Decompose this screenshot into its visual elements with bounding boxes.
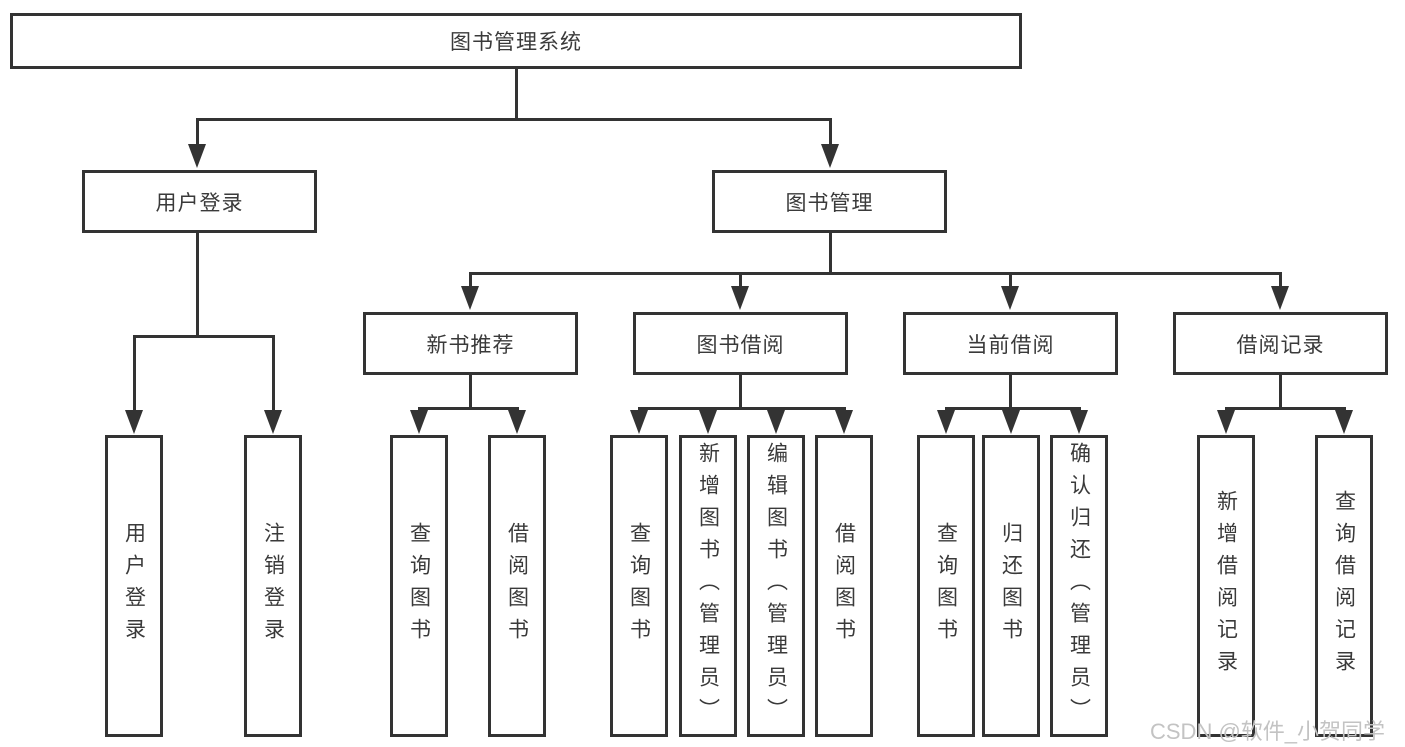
connector-root-stem [515,69,518,121]
arrowhead-borrow-records [1271,286,1289,310]
arrowhead-leaf-logout [264,410,282,434]
connector-book-management-stem [829,233,832,275]
node-book-management: 图书管理 [712,170,947,233]
leaf-user-login: 用户登录 [105,435,163,737]
connector-drop-borrow-records [1279,275,1282,288]
leaf-edit-book-admin-label: 编辑图书（管理员） [764,442,788,730]
arrowhead-leaf-user-login [125,410,143,434]
arrowhead-leaf-query-books-2 [630,410,648,434]
leaf-add-book-admin-label: 新增图书（管理员） [696,442,720,730]
connector-user-login-bar [133,335,275,338]
node-book-borrow-label: 图书借阅 [696,333,785,357]
connector-current-borrow-stem [1009,375,1012,410]
node-current-borrow: 当前借阅 [903,312,1118,375]
leaf-borrow-books-1-label: 借阅图书 [505,522,529,650]
connector-group5-bar [1225,407,1346,410]
arrowhead-leaf-query-borrow-record [1335,410,1353,434]
connector-group4-bar [945,407,1081,410]
leaf-confirm-return-admin: 确认归还（管理员） [1050,435,1108,737]
arrowhead-book-borrow [731,286,749,310]
node-book-management-label: 图书管理 [785,191,874,215]
leaf-query-borrow-record: 查询借阅记录 [1315,435,1373,737]
leaf-borrow-books-2-label: 借阅图书 [832,522,856,650]
arrowhead-leaf-borrow-books-1 [508,410,526,434]
node-book-borrow: 图书借阅 [633,312,848,375]
connector-drop-current-borrow [1009,275,1012,288]
node-root-label: 图书管理系统 [450,31,582,54]
leaf-borrow-books-1: 借阅图书 [488,435,546,737]
leaf-logout-label: 注销登录 [261,522,285,650]
arrowhead-book-management [821,144,839,168]
leaf-query-books-1-label: 查询图书 [407,522,431,650]
connector-drop-new-book-recommend [469,275,472,288]
node-borrow-records: 借阅记录 [1173,312,1388,375]
connector-new-book-recommend-stem [469,375,472,410]
leaf-add-book-admin: 新增图书（管理员） [679,435,737,737]
csdn-watermark: CSDN @软件_小贺同学 [1150,719,1386,744]
leaf-edit-book-admin: 编辑图书（管理员） [747,435,805,737]
node-user-login: 用户登录 [82,170,317,233]
connector-book-borrow-stem [739,375,742,410]
arrowhead-leaf-edit-book-admin [767,410,785,434]
connector-borrow-records-stem [1279,375,1282,410]
connector-drop-book-borrow [739,275,742,288]
connector-user-login-stem [196,233,199,338]
leaf-add-borrow-record-label: 新增借阅记录 [1214,490,1238,682]
leaf-confirm-return-admin-label: 确认归还（管理员） [1067,442,1091,730]
connector-drop-book-management [829,121,832,144]
connector-drop-leaf-user-login [133,338,136,410]
arrowhead-leaf-add-borrow-record [1217,410,1235,434]
node-root: 图书管理系统 [10,13,1022,69]
connector-drop-user-login [196,121,199,144]
leaf-query-books-2-label: 查询图书 [627,522,651,650]
leaf-logout: 注销登录 [244,435,302,737]
leaf-return-books: 归还图书 [982,435,1040,737]
connector-level3-bar [469,272,1282,275]
leaf-query-borrow-record-label: 查询借阅记录 [1332,490,1356,682]
arrowhead-leaf-borrow-books-2 [835,410,853,434]
arrowhead-leaf-query-books-1 [410,410,428,434]
leaf-query-books-3: 查询图书 [917,435,975,737]
arrowhead-current-borrow [1001,286,1019,310]
leaf-query-books-1: 查询图书 [390,435,448,737]
arrowhead-leaf-query-books-3 [937,410,955,434]
arrowhead-user-login [188,144,206,168]
node-new-book-recommend: 新书推荐 [363,312,578,375]
arrowhead-leaf-confirm-return-admin [1070,410,1088,434]
arrowhead-new-book-recommend [461,286,479,310]
connector-level2-bar [196,118,832,121]
leaf-borrow-books-2: 借阅图书 [815,435,873,737]
leaf-return-books-label: 归还图书 [999,522,1023,650]
leaf-query-books-3-label: 查询图书 [934,522,958,650]
node-borrow-records-label: 借阅记录 [1236,333,1325,357]
arrowhead-leaf-add-book-admin [699,410,717,434]
leaf-add-borrow-record: 新增借阅记录 [1197,435,1255,737]
connector-group3-bar [638,407,846,410]
leaf-query-books-2: 查询图书 [610,435,668,737]
connector-group2-bar [418,407,519,410]
node-user-login-label: 用户登录 [155,191,244,215]
connector-drop-leaf-logout [272,338,275,410]
arrowhead-leaf-return-books [1002,410,1020,434]
node-new-book-recommend-label: 新书推荐 [426,333,515,357]
node-current-borrow-label: 当前借阅 [966,333,1055,357]
leaf-user-login-label: 用户登录 [122,522,146,650]
